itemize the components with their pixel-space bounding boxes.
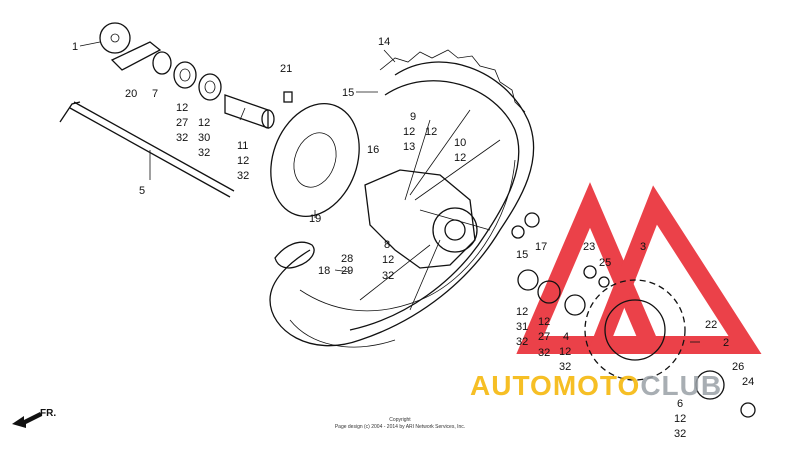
callout-12: 12: [425, 126, 437, 138]
callout-12: 12: [176, 102, 188, 114]
sprocket-nut-washer: [695, 370, 756, 418]
copyright-line-1: Copyright: [389, 417, 411, 423]
chain-adjuster: [99, 22, 162, 71]
front-direction-indicator: FR.: [10, 402, 70, 435]
callout-1: 1: [72, 41, 78, 53]
callout-27: 27: [538, 331, 550, 343]
bearing-left: [173, 61, 197, 89]
callout-20: 20: [125, 88, 137, 100]
rear-wheel: [269, 49, 535, 348]
callout-32: 32: [538, 347, 550, 359]
watermark-text-part2: MOTO: [552, 370, 641, 401]
callout-10: 10: [454, 137, 466, 149]
callout-32: 32: [559, 361, 571, 373]
copyright-line-2: Page design (c) 2004 - 2014 by ARI Netwo…: [334, 424, 466, 430]
callout-9: 9: [410, 111, 416, 123]
front-direction-label: FR.: [40, 408, 56, 419]
front-arrow-icon: FR.: [12, 408, 56, 428]
callout-32: 32: [382, 270, 394, 282]
callout-12: 12: [454, 152, 466, 164]
callout-12: 12: [674, 413, 686, 425]
callout-2: 2: [723, 337, 729, 349]
callout-22: 22: [705, 319, 717, 331]
callout-7: 7: [152, 88, 158, 100]
bearing-left-2: [198, 73, 222, 101]
callout-23: 23: [583, 241, 595, 253]
callout-32: 32: [198, 147, 210, 159]
brake-disc: [270, 102, 360, 218]
bearing-right: [517, 269, 586, 316]
callout-12: 12: [382, 254, 394, 266]
callout-31: 31: [516, 321, 528, 333]
callout-30: 30: [198, 132, 210, 144]
callout-12: 12: [237, 155, 249, 167]
callout-16: 16: [367, 144, 379, 156]
distance-collar: [224, 94, 275, 129]
callout-6: 6: [677, 398, 683, 410]
callout-21: 21: [280, 63, 292, 75]
callout-17: 17: [535, 241, 547, 253]
callout-12: 12: [198, 117, 210, 129]
callout-3: 3: [640, 241, 646, 253]
callout-28: 28: [341, 253, 353, 265]
callout-19: 19: [309, 213, 321, 225]
callout-26: 26: [732, 361, 744, 373]
callout-32: 32: [176, 132, 188, 144]
callout-5: 5: [139, 185, 145, 197]
watermark-text-part1: AUTO: [470, 370, 553, 401]
side-collar: [152, 51, 172, 75]
callout-4: 4: [563, 331, 569, 343]
watermark-triangle-logo: [516, 182, 762, 354]
autocmotoclub-watermark: AUTOMOTOCLUB: [470, 370, 722, 402]
callout-11: 11: [237, 140, 248, 152]
callout-12: 12: [516, 306, 528, 318]
callout-8: 8: [384, 239, 390, 251]
sprocket: [584, 279, 686, 381]
drive-chain-guide-parts: [511, 212, 610, 288]
leader-lines: [79, 41, 700, 343]
callout-32: 32: [516, 336, 528, 348]
callout-15: 15: [342, 87, 354, 99]
callout-29: 29: [341, 265, 353, 277]
callout-25: 25: [599, 257, 611, 269]
callout-12: 12: [403, 126, 415, 138]
callout-13: 13: [403, 141, 415, 153]
disc-bolt: [283, 91, 293, 103]
callout-32: 32: [674, 428, 686, 440]
callout-27: 27: [176, 117, 188, 129]
callout-24: 24: [742, 376, 754, 388]
callout-12: 12: [559, 346, 571, 358]
callout-18: 18: [318, 265, 330, 277]
callout-15: 15: [516, 249, 528, 261]
watermark-text-part3: CLUB: [640, 370, 723, 401]
callout-32: 32: [237, 170, 249, 182]
callout-14: 14: [378, 36, 390, 48]
callout-12: 12: [538, 316, 550, 328]
